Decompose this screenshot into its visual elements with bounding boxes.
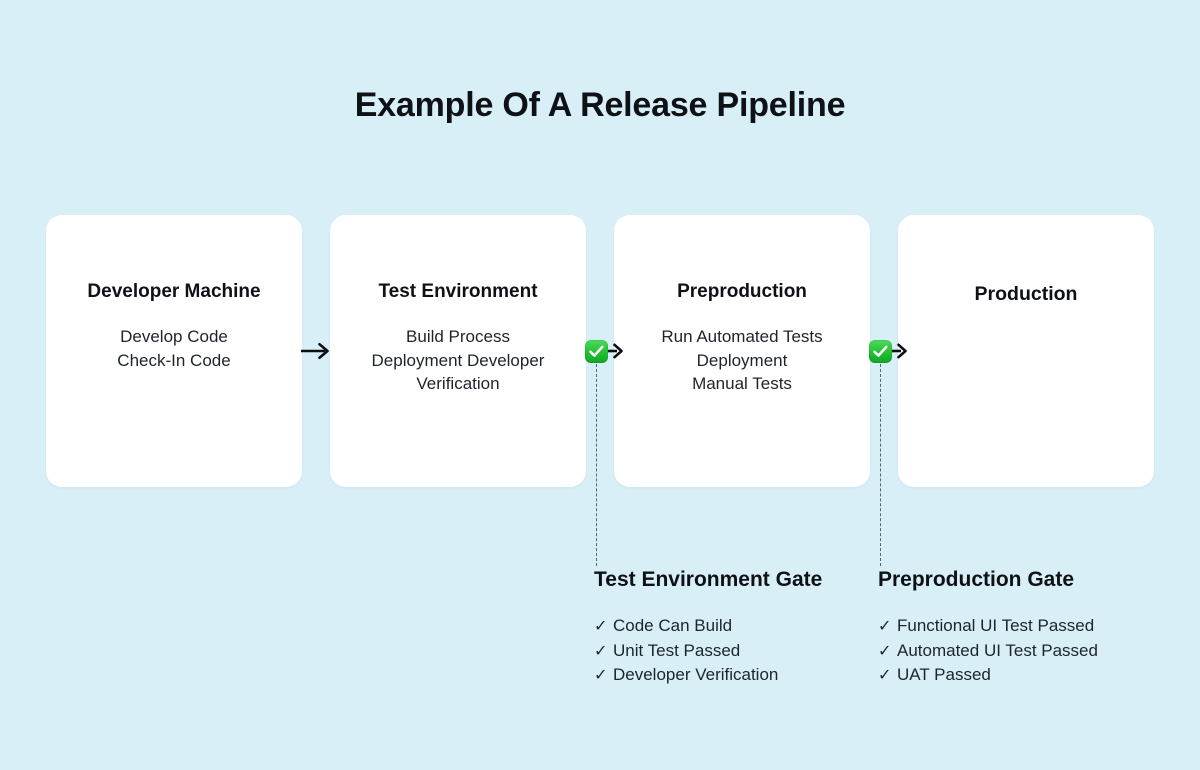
check-icon: ✓	[594, 667, 608, 684]
stage-title: Production	[974, 283, 1078, 305]
stage-body-line: Manual Tests	[692, 374, 792, 393]
gate-criterion: ✓ Developer Verification	[594, 663, 822, 688]
gate-criterion-label: UAT Passed	[897, 665, 991, 684]
stage-body: Run Automated Tests Deployment Manual Te…	[620, 325, 864, 396]
stage-card-production[interactable]: Production	[898, 215, 1154, 487]
gate-criteria-list: ✓ Functional UI Test Passed ✓ Automated …	[878, 614, 1098, 688]
gate-criterion: ✓ Functional UI Test Passed	[878, 614, 1098, 639]
stage-body-line: Develop Code	[120, 327, 228, 346]
check-icon: ✓	[878, 618, 892, 635]
gate-criterion-label: Functional UI Test Passed	[897, 616, 1095, 635]
dashed-connector-test-environment-gate	[596, 364, 597, 566]
stage-card-developer-machine[interactable]: Developer Machine Develop Code Check-In …	[46, 215, 302, 487]
green-check-badge-icon	[585, 340, 608, 363]
stage-body-line: Run Automated Tests	[661, 327, 823, 346]
stage-body-line: Deployment Developer	[371, 350, 545, 370]
gate-criteria-list: ✓ Code Can Build ✓ Unit Test Passed ✓ De…	[594, 614, 822, 688]
stage-body-line: Verification	[416, 374, 500, 393]
arrow-right-icon	[606, 342, 626, 360]
gate-preproduction: Preproduction Gate ✓ Functional UI Test …	[878, 566, 1098, 688]
gate-criterion: ✓ UAT Passed	[878, 663, 1098, 688]
gate-criterion: ✓ Automated UI Test Passed	[878, 639, 1098, 664]
gate-criterion: ✓ Code Can Build	[594, 614, 822, 639]
gate-test-environment: Test Environment Gate ✓ Code Can Build ✓…	[594, 566, 822, 688]
stage-body-line: Check-In Code	[117, 350, 231, 370]
stage-card-preproduction[interactable]: Preproduction Run Automated Tests Deploy…	[614, 215, 870, 487]
green-check-badge-icon	[869, 340, 892, 363]
stage-body-line: Build Process	[406, 327, 510, 346]
gate-title: Preproduction Gate	[878, 568, 1075, 591]
stage-body-line: Deployment	[696, 350, 788, 370]
stage-title: Developer Machine	[87, 281, 261, 302]
stage-body: Build Process Deployment Developer Verif…	[336, 325, 580, 396]
stage-title: Test Environment	[378, 281, 538, 302]
gate-title: Test Environment Gate	[594, 568, 823, 591]
arrow-right-icon	[300, 340, 332, 362]
check-icon: ✓	[594, 642, 608, 660]
gate-marker-test-environment[interactable]	[585, 340, 629, 363]
stage-body: Develop Code Check-In Code	[52, 325, 296, 372]
gate-criterion-label: Code Can Build	[613, 616, 733, 635]
gate-criterion-label: Automated UI Test Passed	[897, 640, 1098, 660]
stage-card-test-environment[interactable]: Test Environment Build Process Deploymen…	[330, 215, 586, 487]
page-title: Example Of A Release Pipeline	[354, 86, 846, 124]
check-icon: ✓	[878, 667, 892, 684]
gate-criterion-label: Developer Verification	[613, 665, 779, 684]
stage-title: Preproduction	[677, 281, 807, 302]
dashed-connector-preproduction-gate	[880, 364, 881, 566]
check-icon: ✓	[594, 618, 608, 635]
gate-criterion-label: Unit Test Passed	[613, 640, 741, 660]
gate-criterion: ✓ Unit Test Passed	[594, 639, 822, 664]
gate-marker-preproduction[interactable]	[869, 340, 913, 363]
arrow-right-icon	[890, 342, 910, 360]
check-icon: ✓	[878, 642, 892, 660]
